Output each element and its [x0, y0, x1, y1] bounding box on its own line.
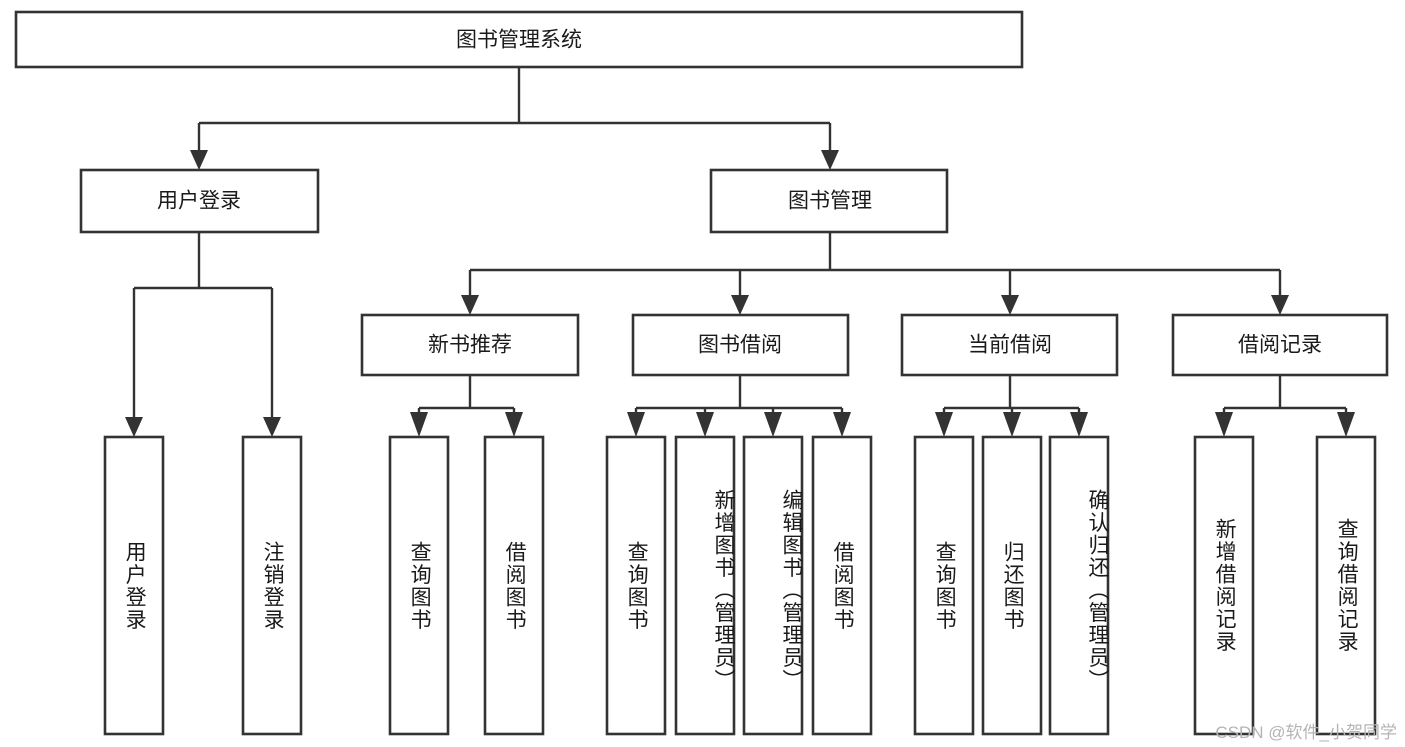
connectors-book-manage-to-level3: [461, 232, 1289, 315]
connectors-current-borrow-to-leaves: [935, 375, 1088, 437]
node-user-login-label: 用户登录: [157, 190, 241, 213]
node-borrow-record-label: 借阅记录: [1238, 334, 1322, 357]
connectors-borrow-record-to-leaves: [1215, 375, 1355, 437]
node-book-manage-label: 图书管理: [788, 190, 872, 213]
node-leaf-query-book-3-box[interactable]: [913, 435, 975, 736]
node-leaf-logout-login-box[interactable]: [241, 435, 303, 736]
arrowhead-user-login: [190, 150, 208, 170]
node-leaf-add-book-box[interactable]: [674, 435, 736, 736]
node-current-borrow-label: 当前借阅: [968, 334, 1052, 357]
node-root-label: 图书管理系统: [456, 29, 582, 52]
node-book-manage-box[interactable]: [709, 168, 949, 234]
node-leaf-query-book-1-box[interactable]: [388, 435, 450, 736]
node-leaf-borrow-book-1-box[interactable]: [483, 435, 545, 736]
node-root[interactable]: 图书管理系统: [14, 10, 1024, 69]
arrowhead-borrow-record: [1271, 295, 1289, 315]
arrowhead-new-book-rec: [461, 295, 479, 315]
connectors-book-borrow-to-leaves: [627, 375, 851, 437]
node-leaf-confirm-return-box[interactable]: [1048, 435, 1110, 736]
node-borrow-record[interactable]: 借阅记录: [1171, 313, 1389, 377]
connectors-user-login-to-leaves: [125, 232, 281, 437]
arrowhead-leaf-query-book-1: [410, 412, 428, 437]
node-leaf-query-record-box[interactable]: [1315, 435, 1377, 736]
arrowhead-leaf-borrow-book-1: [505, 412, 523, 437]
arrowhead-leaf-add-record: [1215, 412, 1233, 437]
node-new-book-rec-label: 新书推荐: [428, 334, 512, 357]
arrowhead-leaf-query-record: [1337, 412, 1355, 437]
node-leaf-user-login-box[interactable]: [103, 435, 165, 736]
node-user-login[interactable]: 用户登录: [79, 168, 320, 234]
arrowhead-leaf-logout-login: [263, 417, 281, 437]
arrowhead-leaf-user-login: [125, 417, 143, 437]
node-current-borrow-box[interactable]: [900, 313, 1119, 377]
node-book-borrow-box[interactable]: [631, 313, 850, 377]
node-book-borrow-label: 图书借阅: [698, 334, 782, 357]
connectors-root-to-level2: [190, 67, 839, 170]
arrowhead-leaf-return-book: [1003, 412, 1021, 437]
node-new-book-rec-box[interactable]: [360, 313, 580, 377]
connectors-new-book-rec-to-leaves: [410, 375, 523, 437]
arrowhead-book-manage: [821, 150, 839, 170]
arrowhead-leaf-query-book-3: [935, 412, 953, 437]
node-leaf-return-book-box[interactable]: [981, 435, 1043, 736]
node-leaf-add-record-box[interactable]: [1193, 435, 1255, 736]
node-root-box[interactable]: [14, 10, 1024, 69]
arrowhead-leaf-borrow-book-2: [833, 412, 851, 437]
arrowhead-leaf-confirm-return: [1070, 412, 1088, 437]
node-borrow-record-box[interactable]: [1171, 313, 1389, 377]
arrowhead-leaf-query-book-2: [627, 412, 645, 437]
node-new-book-rec[interactable]: 新书推荐: [360, 313, 580, 377]
leaf-boxes: [103, 435, 1377, 736]
node-book-manage[interactable]: 图书管理: [709, 168, 949, 234]
node-leaf-edit-book-box[interactable]: [742, 435, 804, 736]
node-user-login-box[interactable]: [79, 168, 320, 234]
node-leaf-borrow-book-2-box[interactable]: [811, 435, 873, 736]
node-current-borrow[interactable]: 当前借阅: [900, 313, 1119, 377]
arrowhead-current-borrow: [1001, 295, 1019, 315]
arrowhead-leaf-add-book: [696, 412, 714, 437]
node-book-borrow[interactable]: 图书借阅: [631, 313, 850, 377]
csdn-watermark: CSDN @软件_小贺同学: [1215, 723, 1397, 742]
arrowhead-leaf-edit-book: [764, 412, 782, 437]
arrowhead-book-borrow: [731, 295, 749, 315]
node-leaf-query-book-2-box[interactable]: [605, 435, 667, 736]
